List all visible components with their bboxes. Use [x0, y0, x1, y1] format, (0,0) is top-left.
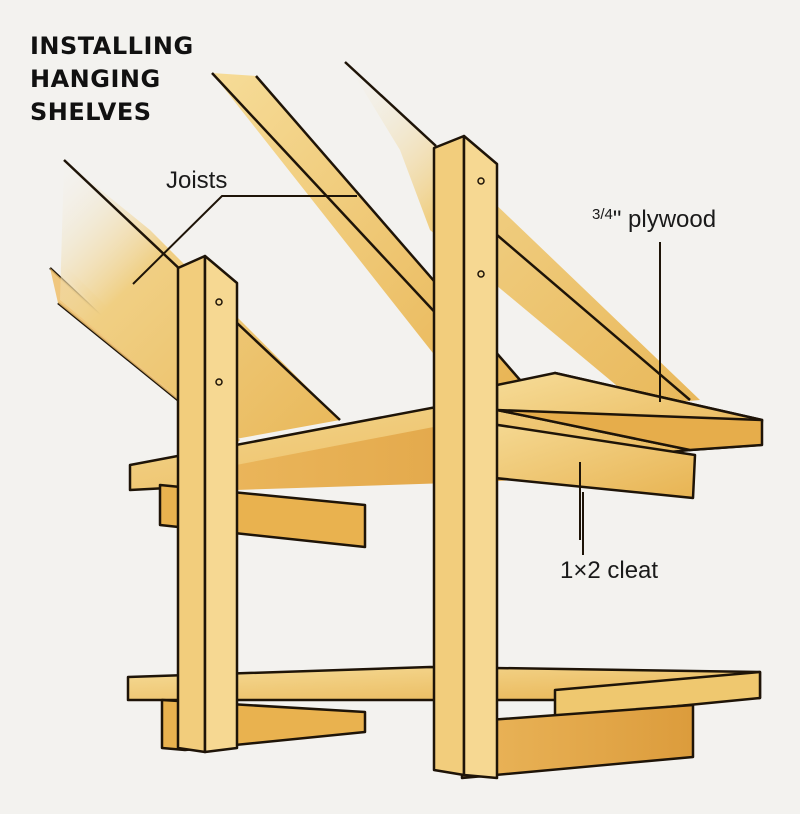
joists-leader	[132, 195, 357, 285]
diagram-title: Installing Hanging Shelves	[30, 30, 194, 129]
leader-lines	[132, 195, 661, 555]
upright-right	[432, 134, 499, 780]
plywood-label-text: " plywood	[612, 206, 717, 233]
title-line-1: Installing	[30, 32, 194, 60]
title-line-3: Shelves	[30, 98, 152, 126]
plywood-thickness-fraction: 3/4	[592, 206, 613, 223]
title-line-2: Hanging	[30, 65, 161, 93]
cleat-label: 1×2 cleat	[560, 557, 659, 584]
plywood-label: 3/4" plywood	[592, 206, 716, 234]
upright-left	[176, 254, 239, 754]
joists-label: Joists	[166, 167, 228, 194]
